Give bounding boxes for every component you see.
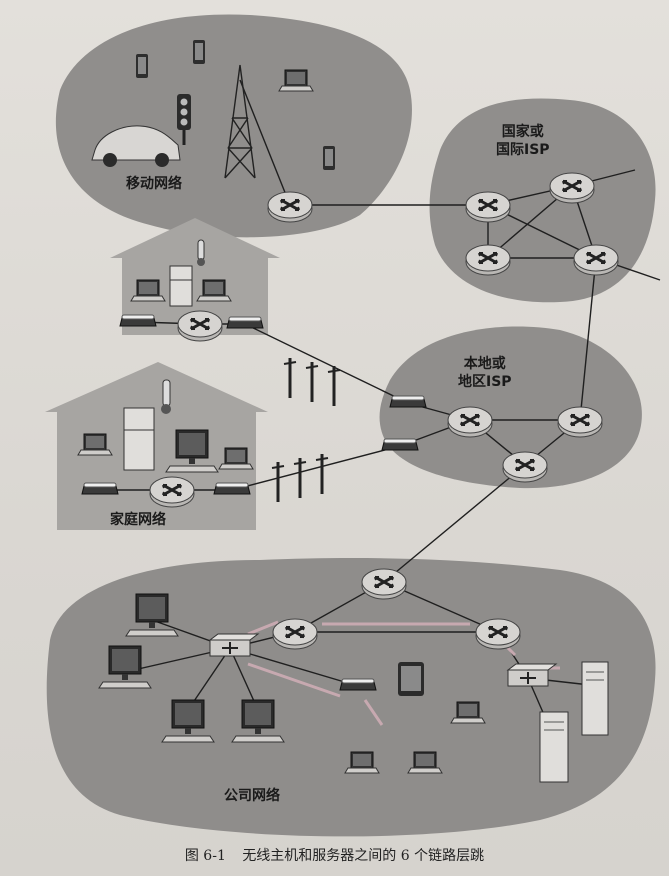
utility-pole-icon: [304, 360, 320, 404]
router-icon: [271, 617, 319, 651]
phone-icon: [193, 40, 205, 64]
modem-icon: [381, 438, 419, 451]
switch-icon: [208, 633, 260, 657]
router-icon: [446, 405, 494, 439]
figure-number: 图 6-1: [184, 848, 226, 864]
thermometer-icon: [161, 379, 171, 414]
router-icon: [572, 243, 620, 277]
router-icon: [548, 171, 596, 205]
tablet-icon: [398, 662, 424, 696]
switch-icon: [506, 663, 558, 687]
international-isp-label-line2: 国际ISP: [496, 141, 550, 158]
network-diagram: [45, 14, 661, 837]
phone-icon: [136, 54, 148, 78]
local-isp-label-line1: 本地或: [463, 356, 506, 372]
router-icon: [464, 190, 512, 224]
utility-pole-icon: [270, 460, 286, 504]
utility-pole-icon: [292, 456, 308, 500]
modem-icon: [339, 678, 377, 691]
router-icon: [176, 309, 224, 343]
local-isp-label-line2: 地区ISP: [458, 373, 512, 390]
utility-pole-icon: [326, 364, 342, 408]
modem-icon: [226, 316, 264, 329]
local-isp-cloud: [379, 326, 642, 489]
modem-icon: [213, 482, 251, 495]
local-isp-label: 本地或 地区ISP: [458, 356, 512, 391]
home-building-lower: [45, 362, 268, 530]
server-icon: [581, 661, 609, 736]
home-building-upper: [110, 218, 280, 335]
router-icon: [556, 405, 604, 439]
mobile-network-cloud: [55, 14, 412, 238]
server-icon: [539, 711, 569, 783]
router-icon: [360, 567, 408, 601]
cell-tower-icon: [224, 64, 256, 179]
car-icon: [91, 125, 181, 167]
router-icon: [266, 190, 314, 224]
utility-pole-icon: [282, 356, 298, 400]
phone-icon: [323, 146, 335, 170]
modem-icon: [119, 314, 157, 327]
home-network-label: 家庭网络: [110, 512, 166, 528]
figure-title: 无线主机和服务器之间的 6 个链路层跳: [242, 848, 485, 864]
modem-icon: [389, 395, 427, 408]
thermometer-icon: [197, 239, 205, 266]
refrigerator-icon: [123, 407, 155, 471]
enterprise-network-label: 公司网络: [224, 788, 280, 804]
traffic-light-icon: [177, 94, 191, 145]
modem-icon: [81, 482, 119, 495]
refrigerator-icon: [169, 265, 193, 307]
mobile-network-label: 移动网络: [126, 176, 182, 192]
utility-pole-icon: [314, 452, 330, 496]
figure-caption: 图 6-1 无线主机和服务器之间的 6 个链路层跳: [0, 845, 669, 865]
international-isp-label: 国家或 国际ISP: [496, 124, 550, 159]
international-isp-label-line1: 国家或: [501, 124, 544, 140]
router-icon: [464, 243, 512, 277]
router-icon: [474, 617, 522, 651]
router-icon: [501, 450, 549, 484]
router-icon: [148, 475, 196, 509]
